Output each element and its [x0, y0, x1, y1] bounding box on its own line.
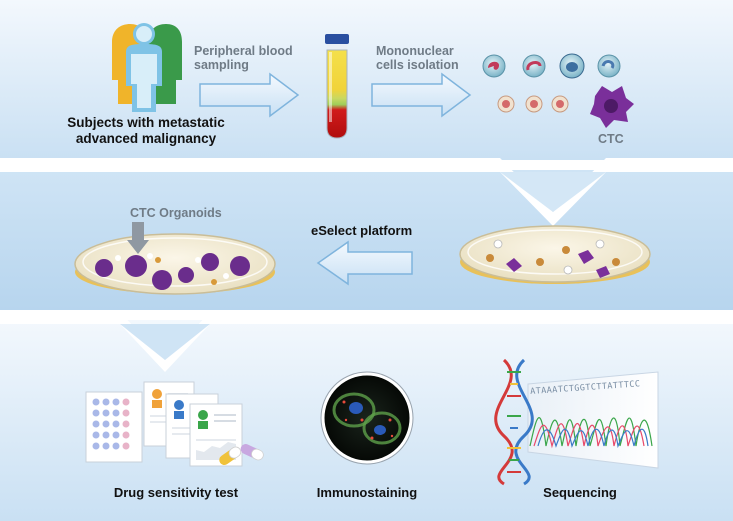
mononuclear-cells-icon — [482, 53, 634, 128]
organoid-pointer-arrow — [127, 222, 149, 254]
blood-label-line2: sampling — [194, 58, 249, 73]
isolation-label: Mononuclear cells isolation — [376, 44, 459, 73]
blood-label-line1: Peripheral blood — [194, 44, 293, 58]
ctc-organoids-label: CTC Organoids — [130, 206, 222, 220]
blood-sampling-label: Peripheral blood sampling — [194, 44, 293, 73]
isolation-label-line2: cells isolation — [376, 58, 459, 73]
arrow-eselect — [316, 240, 413, 286]
arrow-to-cells — [371, 72, 472, 118]
subjects-label: Subjects with metastatic advanced malign… — [58, 115, 234, 146]
immunostaining-image — [320, 371, 414, 465]
immunostaining-label: Immunostaining — [316, 485, 418, 500]
arrow-to-tube — [199, 72, 300, 118]
isolation-label-line1: Mononuclear — [376, 44, 454, 58]
subjects-label-line2: advanced malignancy — [75, 130, 217, 146]
drug-sensitivity-label: Drug sensitivity test — [113, 485, 239, 500]
sample-dish-icon — [459, 225, 651, 284]
sequencing-icon — [494, 358, 659, 486]
sequencing-label: Sequencing — [543, 485, 617, 500]
ctc-label: CTC — [598, 132, 624, 146]
eselect-platform-label: eSelect platform — [311, 223, 413, 238]
organoid-dish-icon — [74, 233, 276, 295]
blood-tube-icon — [325, 34, 349, 139]
subjects-label-line1: Subjects with metastatic — [67, 115, 225, 130]
subjects-people-icon — [112, 23, 182, 112]
drug-test-icon — [85, 381, 264, 467]
